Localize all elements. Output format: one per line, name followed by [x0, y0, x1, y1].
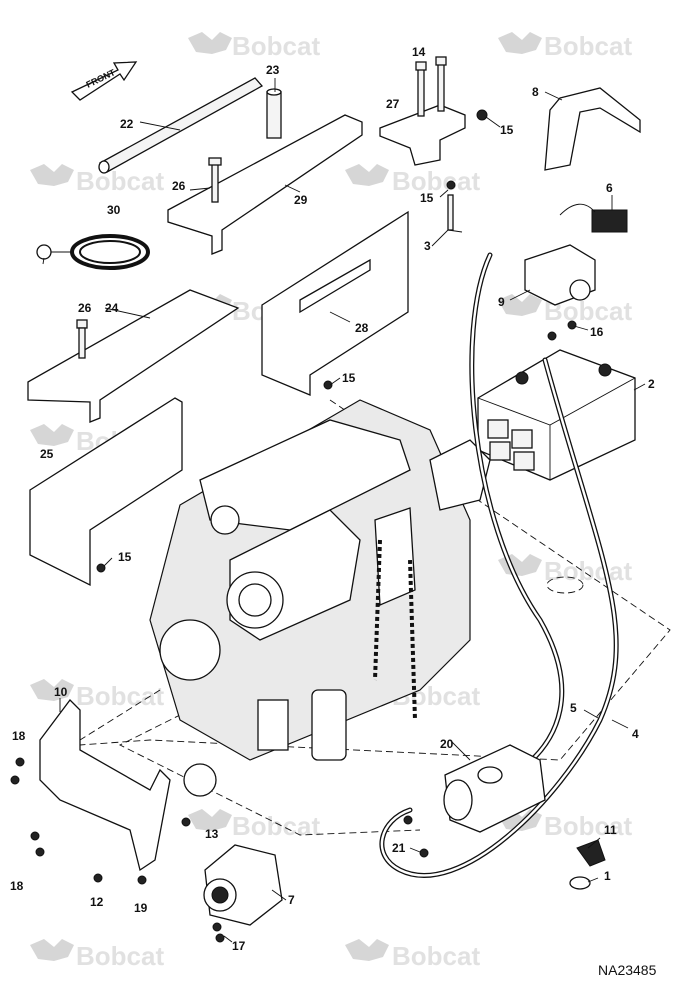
part-10-bracket — [39, 699, 171, 872]
part-22-seal-strip — [98, 77, 264, 174]
part-6-connector — [559, 203, 628, 233]
watermark-logo: Bobcat — [30, 939, 164, 971]
figure-reference-code: NA23485 — [598, 962, 657, 978]
part-25-panel — [29, 397, 183, 587]
part-23-spacer — [266, 88, 282, 139]
watermark-text: Bobcat — [76, 166, 164, 196]
watermark-text: Bobcat — [392, 166, 480, 196]
part-28-panel — [261, 210, 409, 396]
part-26-bolt — [208, 157, 222, 203]
watermark-logo: Bobcat — [30, 164, 164, 196]
callout-28: 28 — [355, 321, 369, 335]
callout-25: 25 — [40, 447, 54, 461]
callout-27: 27 — [386, 97, 400, 111]
callout-18-a: 18 — [12, 729, 26, 743]
watermark-text: Bobcat — [392, 941, 480, 971]
callout-4: 4 — [632, 727, 639, 741]
part-3-pin — [447, 194, 463, 233]
callout-26-lower: 26 — [78, 301, 92, 315]
part-19-bolt — [137, 875, 147, 885]
callout-1: 1 — [604, 869, 611, 883]
watermark-logo: Bobcat — [345, 164, 480, 196]
part-18-bolt — [30, 831, 45, 857]
watermark-logo: Bobcat — [498, 31, 632, 61]
watermark-text: Bobcat — [544, 556, 632, 586]
part-21-bolt — [403, 815, 429, 858]
callout-15-a: 15 — [500, 123, 514, 137]
callout-14: 14 — [412, 45, 426, 59]
callout-6: 6 — [606, 181, 613, 195]
part-30-wire-coil — [36, 234, 150, 270]
callout-17: 17 — [232, 939, 246, 953]
watermark-logo: Bobcat — [188, 809, 320, 841]
frame-hole — [546, 576, 584, 594]
callout-10: 10 — [54, 685, 68, 699]
fasteners — [10, 109, 577, 943]
watermark-logo: Bobcat — [188, 31, 320, 61]
callout-21: 21 — [392, 841, 406, 855]
part-12-bolt — [93, 873, 103, 883]
watermark-text: Bobcat — [232, 811, 320, 841]
callout-15-b: 15 — [420, 191, 434, 205]
callout-26: 26 — [172, 179, 186, 193]
front-direction-arrow: FRONT — [70, 61, 138, 101]
callout-11: 11 — [604, 823, 617, 837]
leader-lines — [42, 78, 646, 943]
part-15-nut — [476, 109, 488, 121]
callout-5: 5 — [570, 701, 577, 715]
part-27-bracket — [379, 104, 466, 166]
watermark-logo: Bobcat — [345, 939, 480, 971]
callout-3: 3 — [424, 239, 431, 253]
callout-22: 22 — [120, 117, 134, 131]
part-20-starter — [443, 744, 546, 833]
part-1-clamp — [569, 876, 591, 890]
part-11-clip — [576, 839, 606, 867]
callout-24: 24 — [105, 301, 119, 315]
callout-2: 2 — [648, 377, 655, 391]
part-4-cable — [379, 357, 619, 878]
part-5-cable — [469, 252, 565, 773]
callout-13: 13 — [205, 827, 219, 841]
part-9-relay — [524, 244, 596, 306]
watermark-text: Bobcat — [76, 941, 164, 971]
callout-29: 29 — [294, 193, 308, 207]
part-29-panel — [167, 114, 363, 255]
part-18-bolt — [10, 757, 25, 785]
callout-12: 12 — [90, 895, 104, 909]
callout-15-d: 15 — [118, 550, 132, 564]
part-2-battery — [477, 349, 636, 481]
callout-30: 30 — [107, 203, 121, 217]
watermark-text: Bobcat — [232, 31, 320, 61]
callout-8: 8 — [532, 85, 539, 99]
part-15-nut — [446, 180, 456, 190]
part-24-panel — [27, 289, 240, 423]
part-14-bolts — [415, 56, 447, 117]
callout-23: 23 — [266, 63, 280, 77]
callout-9: 9 — [498, 295, 505, 309]
part-7-alternator — [203, 844, 283, 926]
callout-7: 7 — [288, 893, 295, 907]
callout-16: 16 — [590, 325, 604, 339]
watermark-text: Bobcat — [544, 811, 632, 841]
part-8-bracket — [544, 87, 641, 171]
callout-15-c: 15 — [342, 371, 356, 385]
callout-18-b: 18 — [10, 879, 24, 893]
part-17-nut — [212, 922, 225, 943]
engine-assembly — [149, 399, 491, 797]
callout-19: 19 — [134, 901, 148, 915]
part-26-bolt — [76, 319, 88, 359]
part-15-nut — [96, 563, 106, 573]
callout-labels: 22 23 30 26 29 26 24 28 15 25 15 14 27 1… — [10, 45, 655, 953]
part-16-nut — [547, 320, 577, 341]
part-13-bolt — [181, 817, 191, 827]
watermark-text: Bobcat — [544, 31, 632, 61]
watermark-text: Bobcat — [76, 681, 164, 711]
part-15-nut — [323, 380, 333, 390]
watermark-logo: Bobcat — [30, 679, 164, 711]
callout-20: 20 — [440, 737, 454, 751]
frame-dashed-outline — [79, 689, 161, 741]
